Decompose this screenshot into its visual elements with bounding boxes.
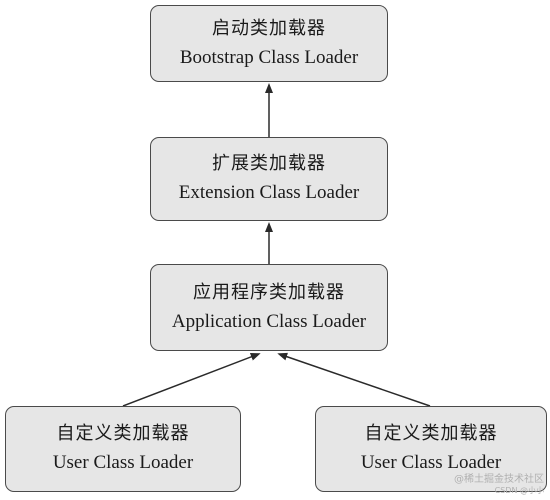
watermark-line-2: CSDN @小小 (494, 486, 544, 495)
user-class-loader-box-left: 自定义类加载器 User Class Loader (5, 406, 241, 492)
user-right-en-label: User Class Loader (360, 452, 502, 473)
user-left-zh-label: 自定义类加载器 (56, 423, 190, 444)
bootstrap-en-label: Bootstrap Class Loader (179, 46, 359, 68)
application-class-loader-box: 应用程序类加载器 Application Class Loader (150, 264, 388, 351)
application-zh-label: 应用程序类加载器 (193, 281, 345, 303)
user-class-loader-box-right: 自定义类加载器 User Class Loader (315, 406, 547, 492)
extension-en-label: Extension Class Loader (178, 182, 360, 203)
arrow-user-left-to-application (122, 353, 261, 407)
bootstrap-zh-label: 启动类加载器 (212, 17, 326, 39)
application-en-label: Application Class Loader (171, 310, 367, 332)
watermark: @稀土掘金技术社区 CSDN @小小 (454, 474, 544, 496)
user-right-zh-label: 自定义类加载器 (364, 423, 498, 444)
extension-class-loader-box: 扩展类加载器 Extension Class Loader (150, 137, 388, 221)
bootstrap-class-loader-box: 启动类加载器 Bootstrap Class Loader (150, 5, 388, 82)
extension-zh-label: 扩展类加载器 (212, 153, 326, 174)
user-left-en-label: User Class Loader (52, 452, 194, 473)
arrow-user-right-to-application (277, 352, 431, 407)
watermark-line-1: @稀土掘金技术社区 (454, 474, 544, 485)
